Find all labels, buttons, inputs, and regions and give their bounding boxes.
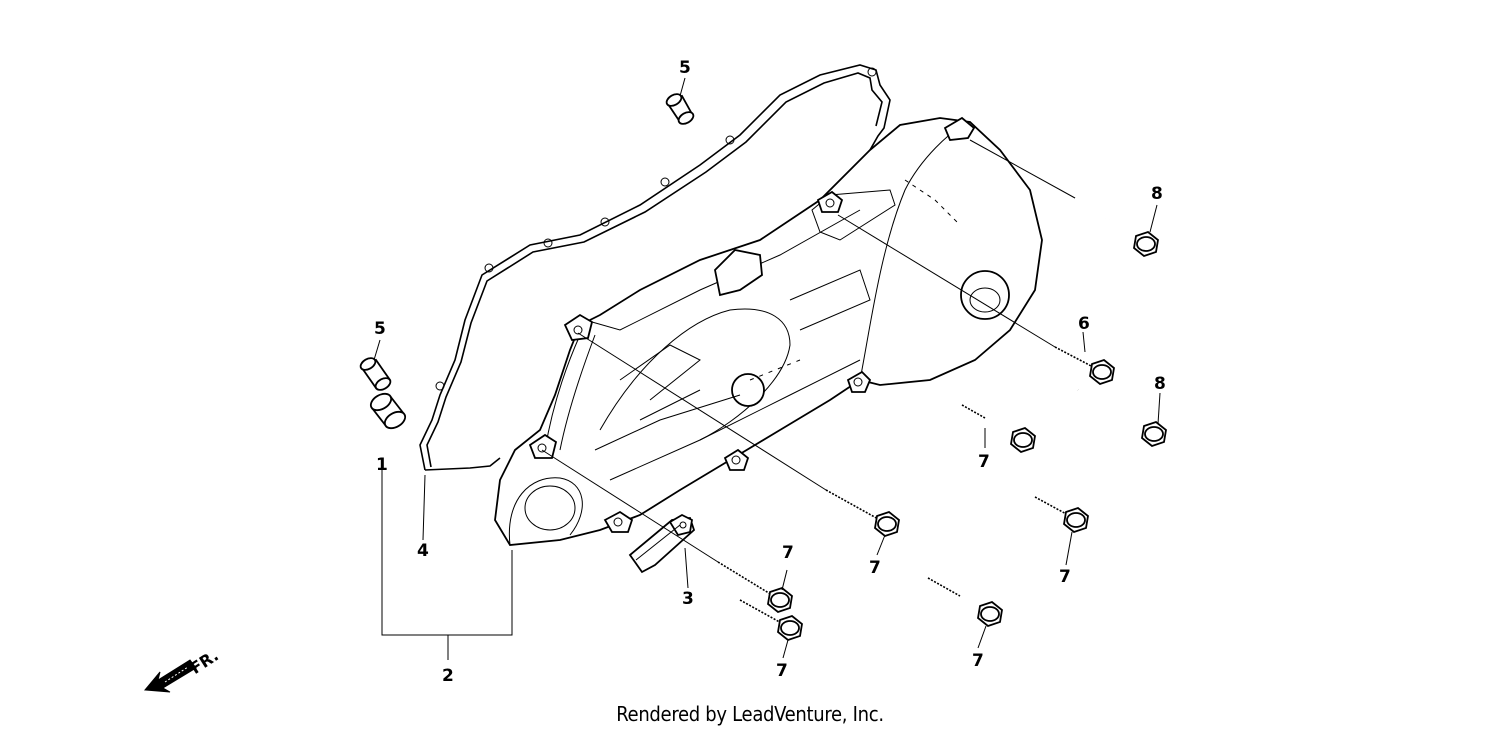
callout-7-b: 7	[869, 558, 881, 578]
bolt-part-7-b[interactable]	[825, 489, 900, 538]
callout-3: 3	[682, 589, 694, 609]
callout-7-c: 7	[1059, 567, 1071, 587]
bolt-part-7-d[interactable]	[717, 561, 793, 614]
bolt-part-7-c[interactable]	[1034, 496, 1089, 534]
bolt-part-7-e[interactable]	[739, 599, 803, 642]
callout-5-upper: 5	[679, 58, 691, 78]
callout-8-lower: 8	[1154, 374, 1166, 394]
callout-6: 6	[1078, 314, 1090, 334]
callout-1: 1	[376, 455, 388, 475]
callout-8-upper: 8	[1151, 184, 1163, 204]
bolt-part-7-a[interactable]	[961, 404, 1036, 454]
leader-lines	[373, 77, 1161, 660]
bolt-part-6[interactable]	[1054, 346, 1115, 386]
callout-2: 2	[442, 666, 454, 686]
dowel-pin-part-5-upper[interactable]	[665, 92, 696, 127]
callout-7-a: 7	[978, 452, 990, 472]
bolt-part-8-upper[interactable]	[1074, 196, 1159, 258]
bolt-part-8-lower[interactable]	[1077, 388, 1167, 448]
left-crankcase-cover-part-2[interactable]	[494, 116, 1043, 546]
callout-numbers: 5 5 1 4 2 3 6 8 8 7 7 7 7 7 7	[374, 58, 1166, 686]
dowel-pin-part-5-lower[interactable]	[359, 356, 393, 393]
clamp-part-3[interactable]	[628, 513, 696, 574]
front-direction-label: FR.	[187, 646, 222, 678]
collar-part-1[interactable]	[368, 390, 408, 431]
gasket-part-4[interactable]	[419, 64, 891, 471]
callout-7-d: 7	[782, 543, 794, 563]
callout-7-e: 7	[776, 661, 788, 681]
front-direction-arrow: FR.	[143, 646, 222, 693]
callout-5-lower: 5	[374, 319, 386, 339]
callout-4: 4	[417, 541, 429, 561]
render-credit: Rendered by LeadVenture, Inc.	[616, 702, 884, 726]
callout-7-f: 7	[972, 651, 984, 671]
bolt-part-7-f[interactable]	[927, 577, 1003, 628]
